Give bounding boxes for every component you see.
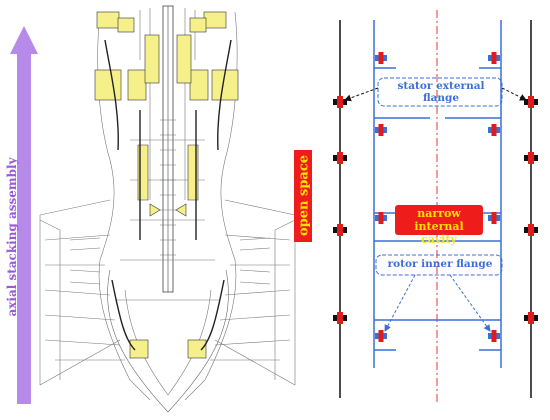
open-space-badge — [294, 150, 312, 242]
axial-arrow — [10, 26, 38, 404]
rotor-callout-box — [375, 254, 503, 276]
inner-bolt — [375, 330, 387, 342]
rotor-arrow-left — [384, 274, 416, 332]
rotor-arrow-right — [449, 274, 491, 332]
inner-bolts — [375, 52, 500, 342]
outer-bolts — [333, 96, 538, 324]
outer-bolt — [524, 224, 538, 236]
rotor-flange-label: rotor inner flange — [387, 258, 493, 270]
stator-arrow-left — [344, 87, 379, 102]
inner-bolt — [488, 52, 500, 64]
engine-cross-section — [39, 5, 296, 413]
outer-bolt — [524, 96, 538, 108]
outer-bolt — [333, 96, 347, 108]
outer-bolt — [333, 224, 347, 236]
cavity-label-line1: narrow — [417, 207, 461, 220]
stator-label-line1: stator external — [397, 80, 485, 92]
internal-cavity-badge: narrow internal cavity — [395, 205, 483, 246]
outer-bolt — [333, 152, 347, 164]
stator-flange-label: stator external flange — [380, 80, 502, 104]
stator-arrow-right — [501, 87, 527, 101]
outer-bolt — [524, 312, 538, 324]
inner-bolt — [375, 52, 387, 64]
engine-bolt-markers — [104, 39, 232, 351]
outer-bolt — [524, 152, 538, 164]
inner-bolt — [375, 212, 387, 224]
stator-callout-box — [377, 77, 503, 107]
stator-label-line2: flange — [422, 92, 460, 104]
engine-highlighted-parts — [94, 11, 239, 359]
axial-stacking-label: axial stacking assembly — [5, 157, 19, 317]
inner-bolt — [375, 124, 387, 136]
inner-bolt — [488, 330, 500, 342]
inner-bolt — [488, 212, 500, 224]
outer-bolt — [333, 312, 347, 324]
open-space-label: open space — [296, 154, 312, 237]
inner-bolt — [488, 124, 500, 136]
cavity-label-line2: internal cavity — [414, 220, 464, 246]
